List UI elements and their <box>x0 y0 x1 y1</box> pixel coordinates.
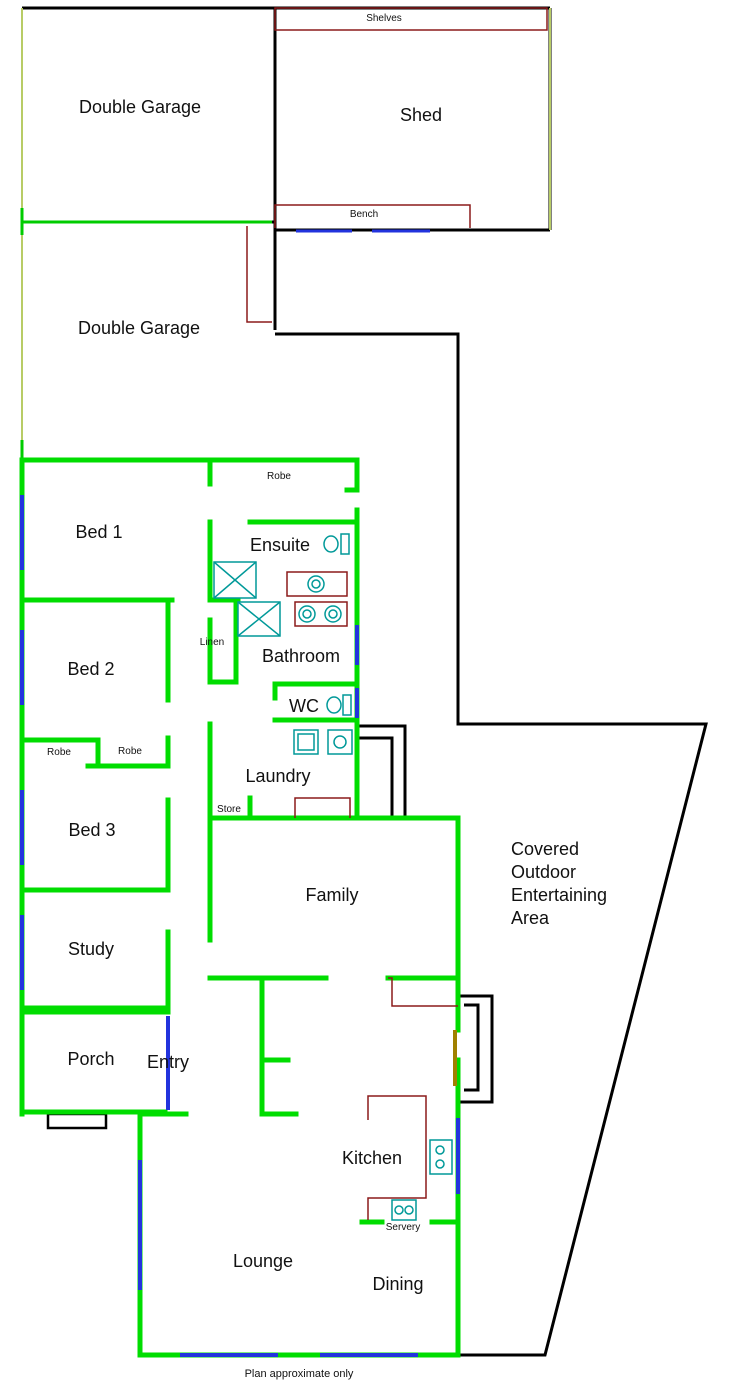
shed-shelves <box>274 7 548 31</box>
room-label-shed: Shed <box>400 105 442 125</box>
room-label-store: Store <box>217 804 241 815</box>
room-label-kitchen: Kitchen <box>342 1148 402 1168</box>
room-label-covered-line4: Area <box>511 908 550 928</box>
garage-step <box>246 226 272 323</box>
laundry-external-steps <box>358 724 407 818</box>
room-label-entry: Entry <box>147 1052 189 1072</box>
fixtures <box>286 571 458 1220</box>
porch-step <box>46 1112 108 1130</box>
room-label-study: Study <box>68 939 114 959</box>
house-walls <box>19 457 461 1358</box>
room-label-porch: Porch <box>67 1049 114 1069</box>
room-label-linen: Linen <box>200 637 224 648</box>
fixture-label-shelves: Shelves <box>366 13 402 24</box>
room-label-wc: WC <box>289 696 319 716</box>
room-label-bathroom: Bathroom <box>262 646 340 666</box>
windows <box>20 495 460 1357</box>
garage-thin-walls <box>21 8 551 460</box>
kitchen-side-bay <box>458 994 494 1104</box>
room-label-double-garage-bottom: Double Garage <box>78 318 200 338</box>
room-label-covered-line1: Covered <box>511 839 579 859</box>
fixture-label-servery: Servery <box>386 1222 420 1233</box>
plan-note: Plan approximate only <box>245 1368 354 1380</box>
room-label-bed1: Bed 1 <box>75 522 122 542</box>
room-label-laundry: Laundry <box>245 766 310 786</box>
room-label-bed3: Bed 3 <box>68 820 115 840</box>
garage-wall-joints <box>20 208 272 460</box>
plumbing <box>213 533 453 1221</box>
outdoor-area-outline <box>275 332 708 1357</box>
room-label-lounge: Lounge <box>233 1251 293 1271</box>
room-label-robe-main: Robe <box>267 471 291 482</box>
room-label-ensuite: Ensuite <box>250 535 310 555</box>
shed-bench <box>274 204 471 228</box>
room-label-covered-line2: Outdoor <box>511 862 576 882</box>
room-label-bed2: Bed 2 <box>67 659 114 679</box>
room-label-robe-left: Robe <box>47 747 71 758</box>
room-label-family: Family <box>306 885 359 905</box>
room-label-robe-right: Robe <box>118 746 142 757</box>
room-label-covered-line3: Entertaining <box>511 885 607 905</box>
garage-shed-outline <box>22 6 552 330</box>
room-label-dining: Dining <box>372 1274 423 1294</box>
room-label-double-garage-top: Double Garage <box>79 97 201 117</box>
fixture-label-bench: Bench <box>350 209 378 220</box>
